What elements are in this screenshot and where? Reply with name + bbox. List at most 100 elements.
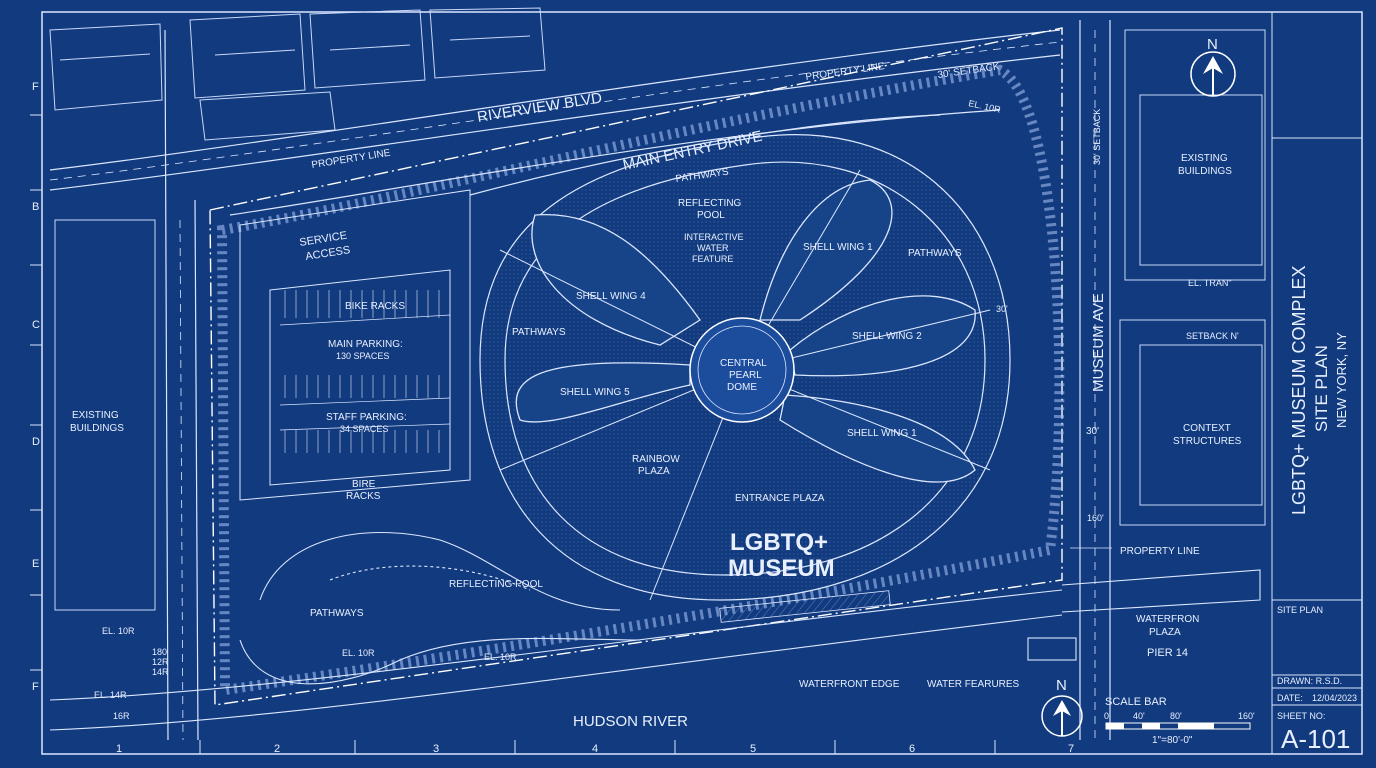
scale-tick-label: 80': [1170, 711, 1182, 721]
shell-wing-1-top-label: SHELL WING 1: [803, 242, 873, 253]
lower-paths: [239, 531, 641, 685]
el-10r-left-label: EL. 10R: [102, 626, 135, 636]
riverview-blvd: [49, 29, 1061, 191]
title-block: [1271, 12, 1362, 754]
title-block-date-value: 12/04/2023: [1312, 693, 1357, 703]
shell-wings: [515, 179, 976, 483]
north-arrow-top: N: [1190, 36, 1236, 97]
shell-wing-4-label: SHELL WING 4: [576, 291, 646, 302]
left-street: [164, 29, 199, 741]
central-pearl-dome: [689, 317, 795, 423]
staff-parking-label: 34 SPACES: [340, 424, 388, 434]
museum-ave-label: MUSEUM AVE: [1090, 293, 1107, 392]
hudson-river-label: HUDSON RIVER: [573, 713, 688, 730]
parking-stalls: [284, 290, 440, 453]
water-features-strip: [719, 590, 891, 623]
grid-row-label: B: [32, 201, 39, 213]
north-label: N: [1207, 36, 1218, 53]
el-10r-mid-label: EL. 10R: [342, 648, 375, 658]
title-block-sheet-name: SITE PLAN: [1277, 605, 1323, 615]
grid-col-label: 2: [274, 743, 280, 755]
existing-buildings-left: [54, 219, 156, 611]
title-block-date-label: DATE:: [1277, 693, 1303, 703]
entrance-plaza-label: ENTRANCE PLAZA: [735, 493, 825, 504]
site-property-boundary: [209, 27, 1063, 706]
context-structures-label: CONTEXT: [1183, 423, 1231, 434]
bike-racks-top-label: BIKE RACKS: [345, 301, 405, 312]
shell-wing-1-bottom-shape: [779, 394, 976, 483]
bike-racks-bottom-label: RACKS: [346, 491, 381, 502]
pier-14-label: PIER 14: [1147, 647, 1188, 659]
elevation-note: 12R: [152, 657, 169, 667]
shell-wing-2-label: SHELL WING 2: [852, 331, 922, 342]
pathways-left-label: PATHWAYS: [512, 327, 566, 338]
elevation-note: 180: [152, 647, 167, 657]
central-dome-label: CENTRAL: [720, 358, 767, 369]
north-arrow-bottom: N: [1041, 677, 1083, 737]
dim-160-label: 160': [1087, 513, 1104, 523]
existing-buildings-right-label: BUILDINGS: [1178, 166, 1232, 177]
reflecting-pool-top-label: REFLECTING: [678, 198, 742, 209]
main-parking-label: MAIN PARKING:: [328, 339, 403, 350]
rainbow-plaza-label: PLAZA: [638, 466, 670, 477]
shell-wing-5-shape: [515, 362, 691, 423]
interactive-water-feature-label: INTERACTIVE: [684, 232, 744, 242]
grid-row-labels: F B C D E F: [32, 81, 40, 693]
scale-tick-label: 0': [1104, 711, 1111, 721]
grid-row-label: D: [32, 436, 40, 448]
property-line-right-label: PROPERTY LINE: [1120, 546, 1200, 557]
grid-col-label: 4: [592, 743, 598, 755]
grid-row-label: E: [32, 558, 39, 570]
el-16r-label: 16R: [113, 711, 130, 721]
title-block-location: NEW YORK, NY: [1334, 332, 1349, 428]
grid-col-label: 7: [1068, 743, 1074, 755]
dim-30-label: 30': [1086, 426, 1099, 437]
museum-ave: [1079, 20, 1111, 740]
grid-row-label: F: [32, 81, 39, 93]
waterfront-edge-label: WATERFRONT EDGE: [799, 679, 900, 690]
scale-tick-label: 40': [1133, 711, 1145, 721]
title-block-drawn: DRAWN: R.S.D.: [1277, 676, 1342, 686]
existing-buildings-left-label: EXISTING: [72, 410, 119, 421]
shell-wing-1-top-shape: [759, 179, 893, 321]
main-parking-label: 130 SPACES: [336, 351, 389, 361]
setback-side-label: 30' SETBACK: [1092, 109, 1102, 165]
bike-racks-bottom-label: BIRE: [352, 479, 376, 490]
pathways-bottom-label: PATHWAYS: [310, 608, 364, 619]
grid-col-label: 6: [909, 743, 915, 755]
grid-col-label: 3: [433, 743, 439, 755]
setback-n-label: SETBACK N': [1186, 331, 1239, 341]
existing-buildings-left-label: BUILDINGS: [70, 423, 124, 434]
context-structures-label: STRUCTURES: [1173, 436, 1242, 447]
museum-title-label: MUSEUM: [728, 555, 835, 582]
grid-col-label: 1: [116, 743, 122, 755]
shell-wing-4-shape: [531, 213, 701, 346]
main-entry-drive: [229, 109, 1001, 216]
dim-30-label: 30': [996, 304, 1008, 314]
interactive-water-feature-label: WATER: [697, 243, 729, 253]
title-block-title: LGBTQ+ MUSEUM COMPLEX: [1289, 265, 1309, 515]
north-label: N: [1056, 677, 1067, 694]
scale-bar-label: SCALE BAR: [1105, 696, 1167, 708]
waterfront-plaza-label: PLAZA: [1149, 627, 1181, 638]
parking-lot: [239, 189, 471, 501]
reflecting-pool-top-label: POOL: [697, 210, 725, 221]
sheet-border: [41, 11, 1363, 755]
rainbow-plaza-label: RAINBOW: [632, 454, 680, 465]
reflecting-pool-bottom-label: REFLECTING POOL: [449, 579, 543, 590]
interactive-water-feature-label: FEATURE: [692, 254, 733, 264]
grid-row-label: F: [32, 681, 39, 693]
waterfront-plaza-label: WATERFRON: [1136, 614, 1199, 625]
elevation-note: 14R: [152, 667, 169, 677]
shell-wing-1-bottom-label: SHELL WING 1: [847, 428, 917, 439]
scale-bar: SCALE BAR 0' 40' 80' 160' 1"=80'-0": [1104, 696, 1255, 746]
el-14r-label: EL. 14R: [94, 690, 127, 700]
water-features-label: WATER FEARURES: [927, 679, 1020, 690]
title-block-subtitle: SITE PLAN: [1312, 345, 1331, 432]
grid-row-label: C: [32, 319, 40, 331]
scale-ratio-label: 1"=80'-0": [1152, 735, 1193, 746]
waterfront: [49, 569, 1261, 731]
grid-col-label: 5: [750, 743, 756, 755]
title-block-sheet-no-label: SHEET NO:: [1277, 711, 1325, 721]
